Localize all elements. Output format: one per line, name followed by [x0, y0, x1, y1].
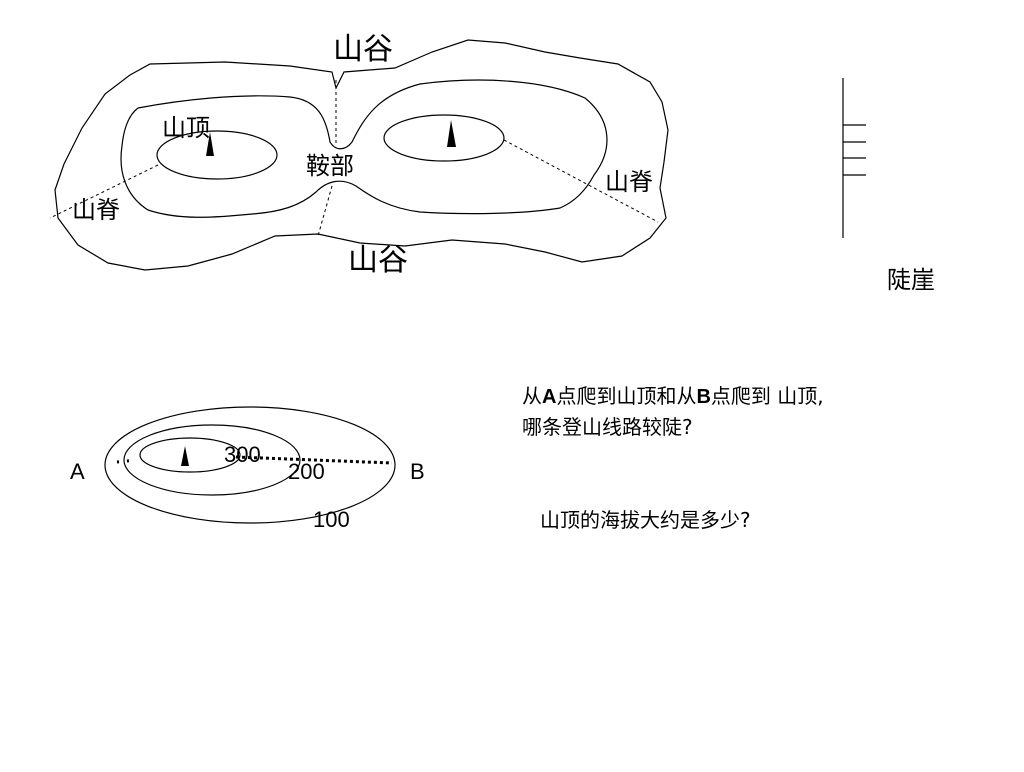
question-steeper-route: 从A点爬到山顶和从B点爬到 山顶, 哪条登山线路较陡?	[522, 381, 824, 442]
contour-map-top: 山谷 山谷 山顶 鞍部 山脊 山脊	[49, 32, 669, 278]
ridge-line-left	[49, 164, 159, 219]
left-summit-contour	[156, 130, 278, 180]
contour-200-line	[123, 424, 301, 496]
valley-bottom-label: 山谷	[348, 243, 408, 278]
right-peak-marker	[447, 120, 456, 147]
ridge-line-right	[503, 139, 659, 223]
route-a-line	[116, 458, 137, 464]
ridge-right-label: 山脊	[605, 168, 653, 196]
question-1-point-a: A	[542, 386, 557, 408]
contour-300-line	[139, 437, 241, 473]
question-1-text: 点爬到 山顶,	[710, 384, 824, 408]
middle-contour-line	[120, 79, 608, 218]
right-summit-contour	[383, 114, 505, 162]
cliff-symbol: 陡崖	[842, 78, 935, 294]
outer-contour-line	[54, 39, 669, 271]
contour-200-label: 200	[288, 459, 325, 484]
contour-300-label: 300	[224, 442, 261, 467]
cliff-label: 陡崖	[887, 266, 935, 294]
left-peak-marker	[206, 132, 214, 156]
saddle-label: 鞍部	[306, 152, 354, 180]
question-1-text: 点爬到山顶和从	[556, 384, 697, 408]
point-b-label: B	[410, 459, 425, 484]
question-1-line-2: 哪条登山线路较陡?	[522, 415, 693, 439]
contour-map-bottom: A B 300 200 100	[70, 406, 425, 532]
valley-line-bottom	[317, 185, 333, 237]
question-1-text: 从	[522, 384, 542, 408]
peak-label: 山顶	[162, 114, 210, 142]
route-b-line	[235, 455, 393, 465]
contour-100-label: 100	[313, 507, 350, 532]
contour-100-line	[104, 406, 396, 524]
question-2-text: 山顶的海拔大约是多少?	[540, 508, 751, 532]
ridge-left-label: 山脊	[72, 196, 120, 224]
valley-top-label: 山谷	[333, 32, 393, 67]
question-summit-elevation: 山顶的海拔大约是多少?	[540, 505, 751, 535]
summit-peak-marker	[181, 446, 189, 466]
point-a-label: A	[70, 459, 85, 484]
question-1-point-b: B	[696, 386, 711, 408]
